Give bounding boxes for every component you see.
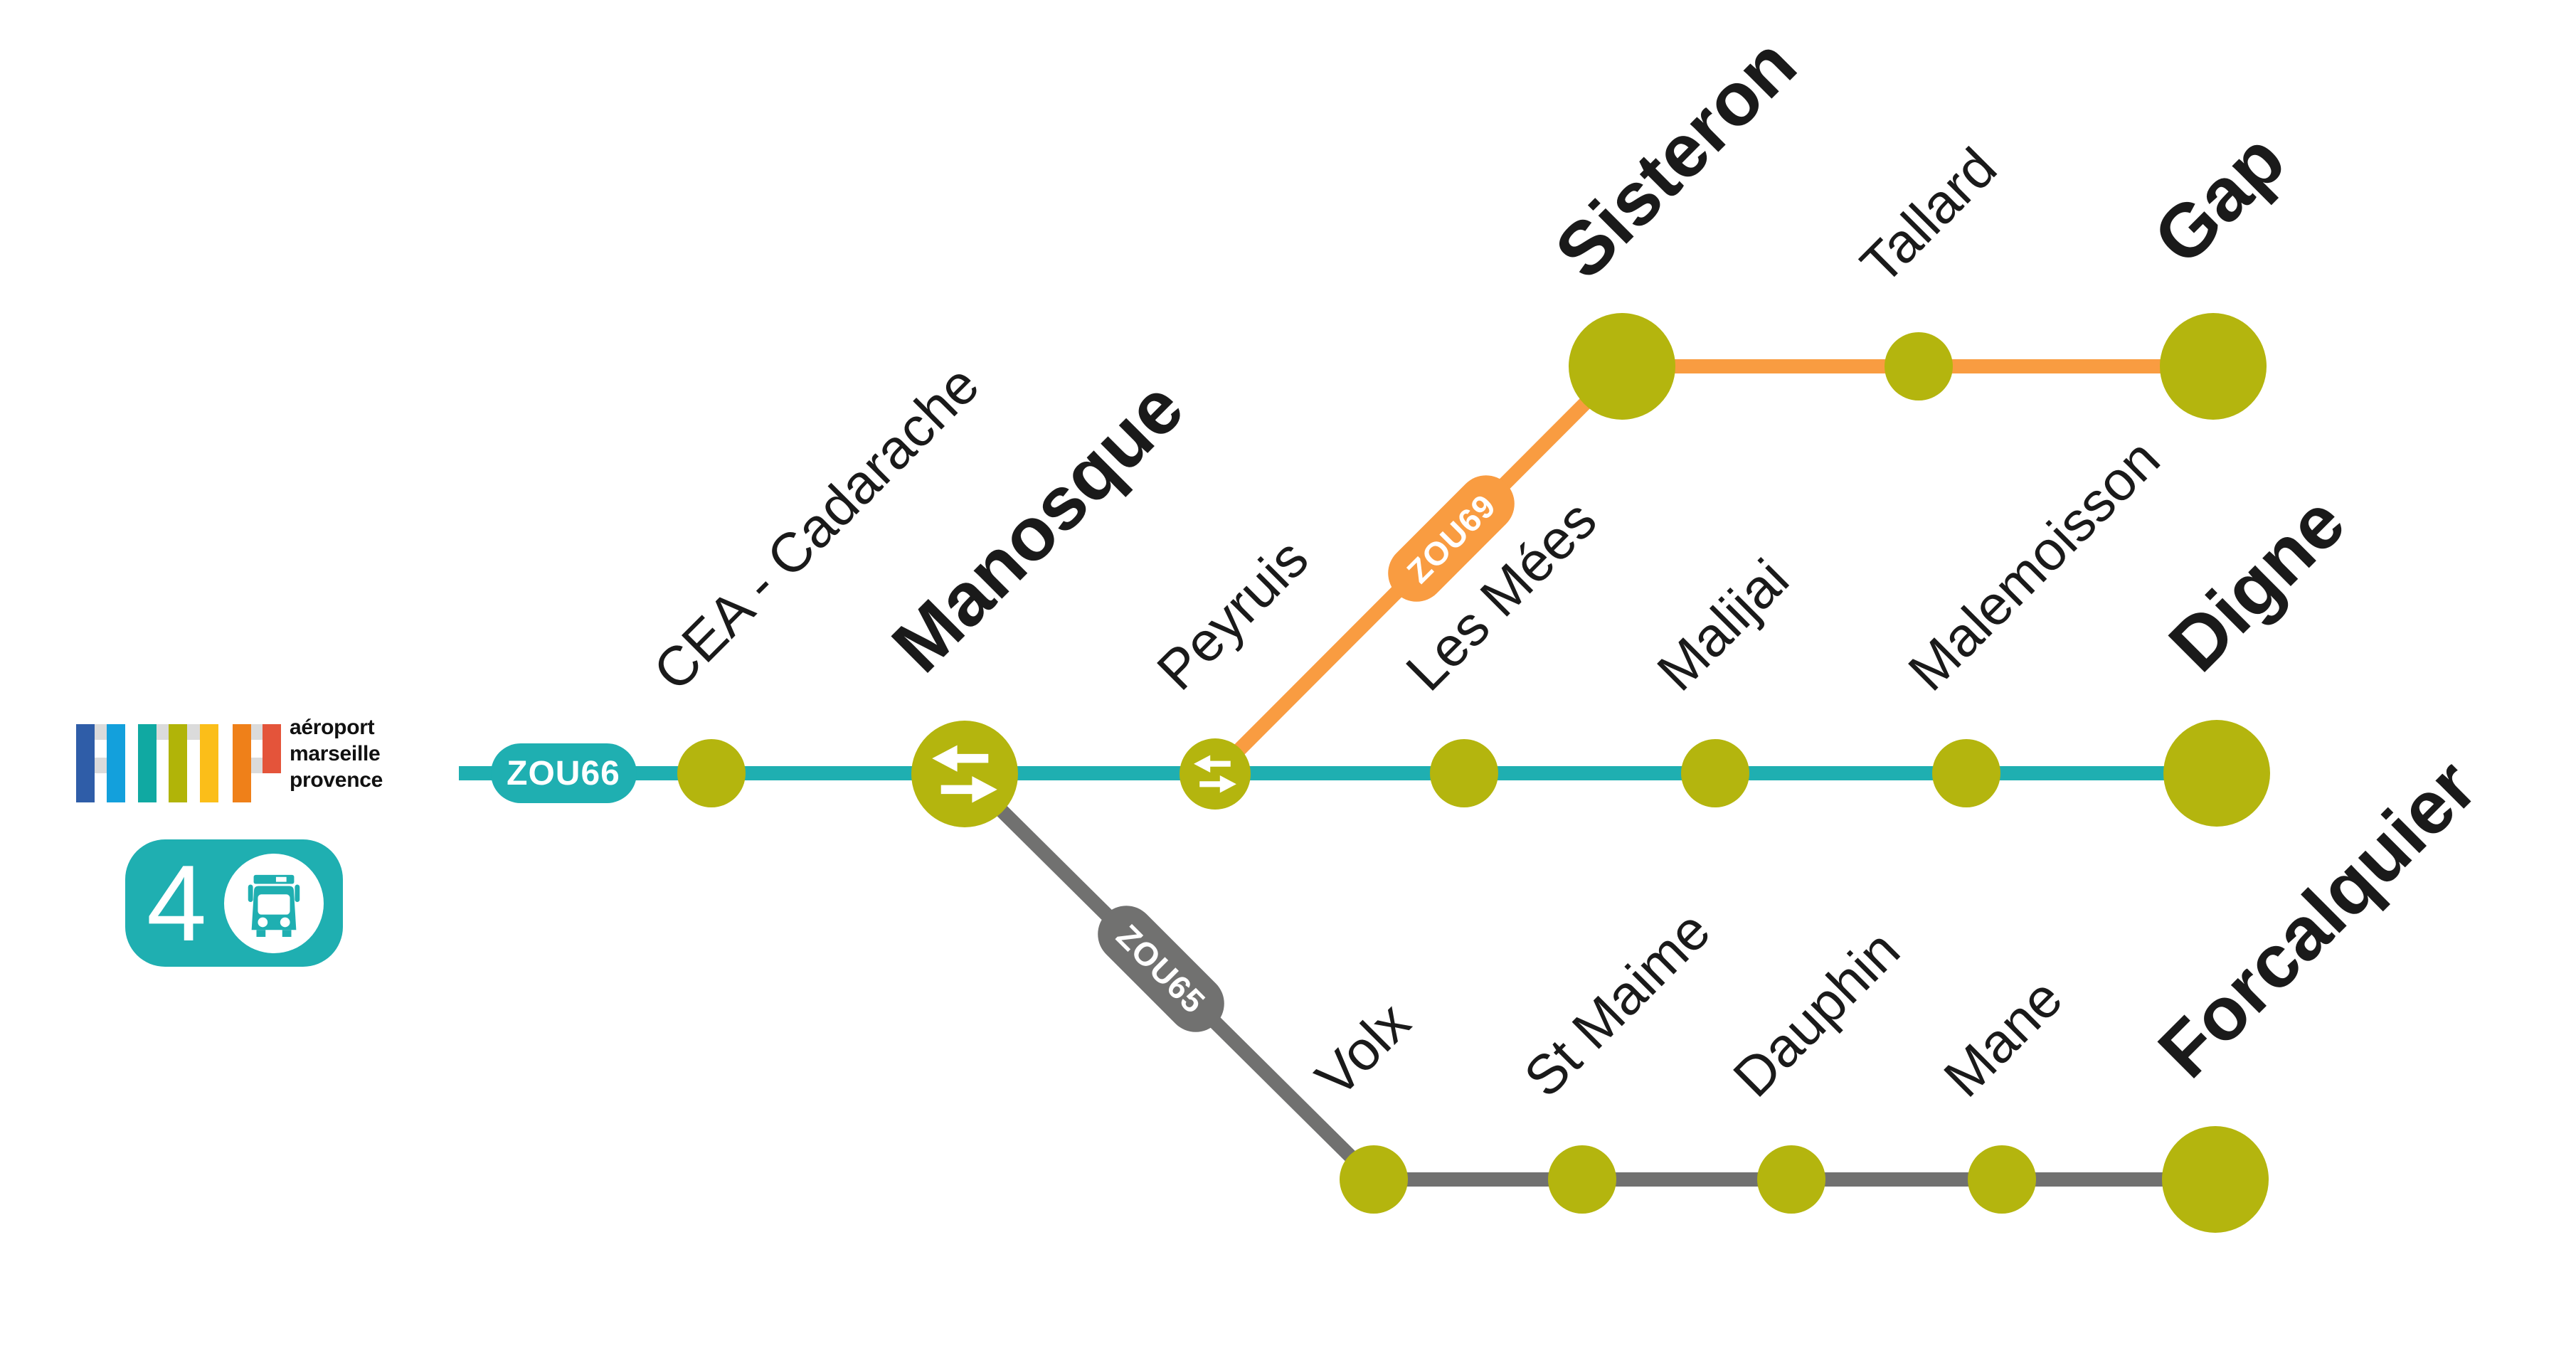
logo-bar-connector-5 [251, 724, 263, 740]
station-node-tallard [1885, 332, 1953, 400]
station-node-cea-cadarache [677, 739, 746, 807]
station-node-manosque [911, 721, 1018, 827]
line-zou66-segment-1 [459, 766, 2217, 780]
station-label-volx: Volx [1303, 990, 1422, 1109]
station-node-forcalquier [2162, 1126, 2269, 1233]
station-label-dauphin: Dauphin [1721, 918, 1912, 1109]
airport-logo-text-line3: provence [290, 768, 383, 792]
airport-logo-text-line2: marseille [290, 742, 381, 765]
route-number: 4 [147, 842, 207, 964]
station-label-tallard: Tallard [1848, 135, 2009, 296]
logo-bar-5 [200, 724, 218, 802]
route-number-badge: 4 [125, 839, 343, 967]
logo-bar-7 [263, 724, 281, 773]
logo-bar-2 [107, 724, 125, 802]
station-node-st-maime [1548, 1145, 1616, 1214]
station-node-peyruis [1180, 738, 1251, 810]
station-label-sisteron: Sisteron [1539, 21, 1813, 295]
logo-bar-6 [233, 724, 251, 802]
route-badge-zou65: ZOU65 [1086, 893, 1236, 1044]
logo-bar-connector-1 [95, 724, 107, 740]
station-node-sisteron [1569, 313, 1675, 420]
logo-bar-connector-2 [95, 758, 107, 773]
transfer-arrows-icon [932, 745, 997, 803]
logo-bar-connector-6 [251, 758, 263, 773]
transfer-arrows-icon [1194, 755, 1236, 793]
logo-bar-connector-3 [157, 724, 169, 740]
station-node-les-m-es [1430, 739, 1498, 807]
station-node-mane [1968, 1145, 2036, 1214]
bus-icon [223, 853, 324, 953]
station-node-malijai [1681, 739, 1749, 807]
station-label-mane: Mane [1931, 966, 2074, 1109]
station-node-dauphin [1757, 1145, 1825, 1214]
logo-bar-4 [169, 724, 187, 802]
station-label-malijai: Malijai [1645, 546, 1801, 703]
airport-logo-text-line1: aéroport [290, 716, 375, 739]
station-label-malemoisson: Malemoisson [1896, 427, 2172, 703]
route-badge-zou65-label: ZOU65 [1109, 917, 1213, 1021]
station-node-digne [2163, 720, 2270, 827]
station-node-malemoisson [1932, 739, 2000, 807]
logo-bar-1 [76, 724, 95, 802]
station-node-gap [2160, 313, 2267, 420]
station-label-st-maime: St Maime [1512, 898, 1722, 1109]
route-badge-zou66: ZOU66 [490, 743, 637, 803]
station-label-peyruis: Peyruis [1145, 526, 1320, 702]
station-label-digne: Digne [2153, 479, 2361, 688]
logo-bar-3 [138, 724, 157, 802]
airport-logo-text: aéroport marseille provence [290, 714, 383, 793]
logo-bar-connector-4 [187, 724, 200, 740]
station-node-volx [1340, 1145, 1408, 1214]
station-label-gap: Gap [2137, 117, 2301, 281]
route-badge-zou66-label: ZOU66 [507, 754, 620, 792]
